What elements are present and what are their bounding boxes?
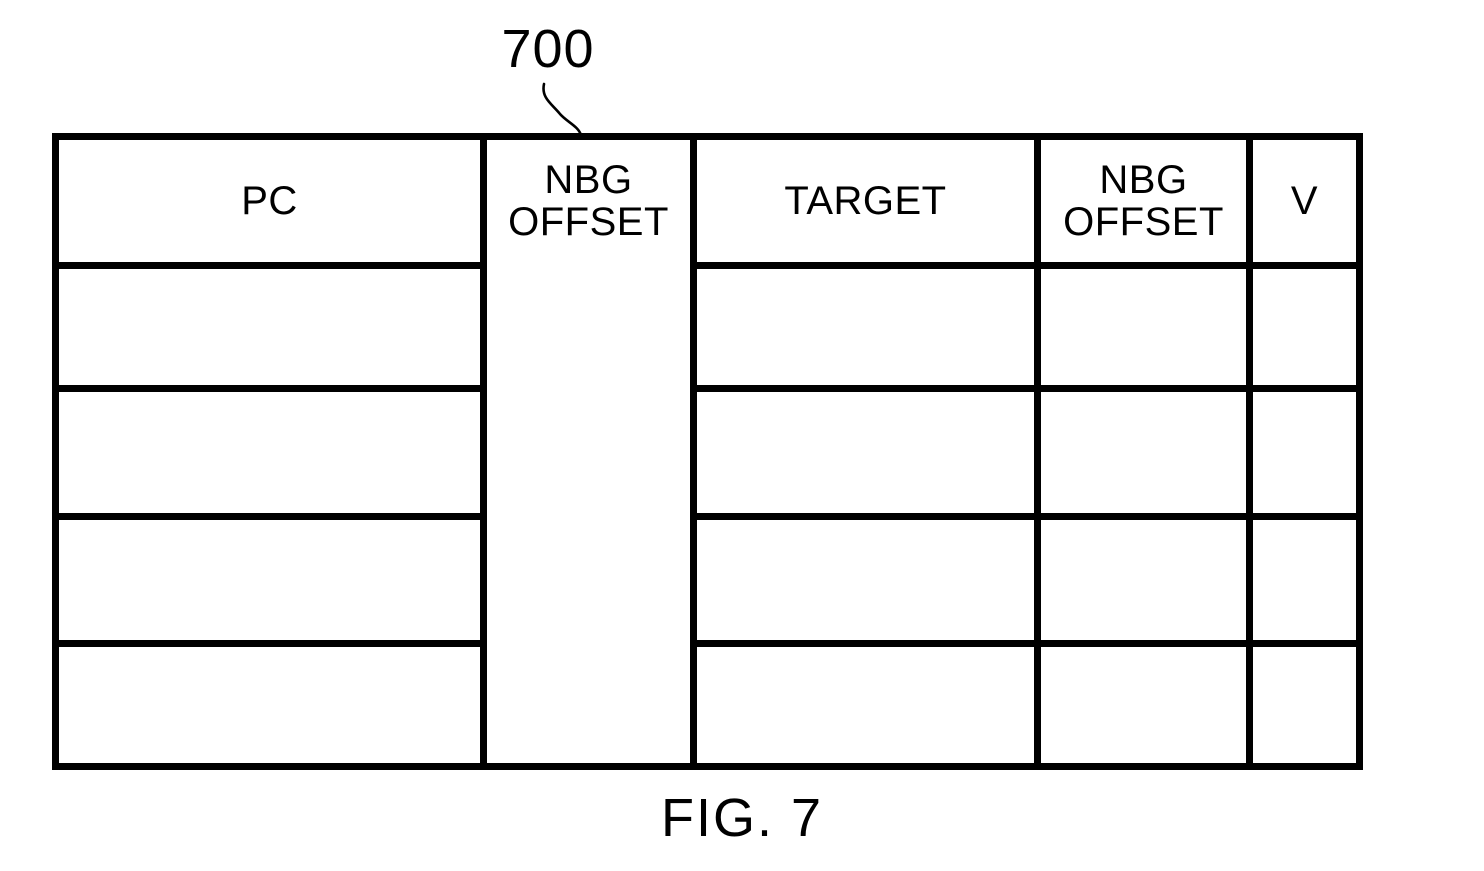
- cell-row-2-target[interactable]: [697, 392, 1034, 513]
- column-header-pc: PC: [241, 178, 298, 223]
- row-rule-1-left: [52, 385, 480, 392]
- cell-row-1-target[interactable]: [697, 269, 1034, 385]
- column-rule-nbgoffset-target: [690, 133, 697, 770]
- row-rule-2-left: [52, 513, 480, 520]
- cell-row-4-nbg-offset-2[interactable]: [1041, 647, 1246, 763]
- leader-line-icon: [542, 82, 583, 137]
- cell-nbg-offset-1-merged[interactable]: [487, 269, 690, 763]
- row-rule-3-left: [52, 640, 480, 647]
- cell-row-4-pc[interactable]: [59, 647, 480, 763]
- row-rule-3-right: [690, 640, 1363, 647]
- cell-row-3-pc[interactable]: [59, 520, 480, 640]
- cell-row-4-target[interactable]: [697, 647, 1034, 763]
- column-header-target: TARGET: [784, 178, 947, 223]
- column-header-v: V: [1290, 178, 1319, 223]
- cell-row-3-nbg-offset-2[interactable]: [1041, 520, 1246, 640]
- column-rule-target-nbgoffset: [1034, 133, 1041, 770]
- cell-row-4-v[interactable]: [1253, 647, 1356, 763]
- cell-row-1-nbg-offset-2[interactable]: [1041, 269, 1246, 385]
- column-rule-nbgoffset-v: [1246, 133, 1253, 770]
- cell-row-3-v[interactable]: [1253, 520, 1356, 640]
- cell-row-3-target[interactable]: [697, 520, 1034, 640]
- row-rule-header-left: [52, 262, 480, 269]
- cell-row-2-v[interactable]: [1253, 392, 1356, 513]
- column-rule-pc-nbgoffset: [480, 133, 487, 770]
- column-header-nbg-offset-2: NBG OFFSET: [1063, 157, 1224, 244]
- row-rule-1-right: [690, 385, 1363, 392]
- cell-row-2-pc[interactable]: [59, 392, 480, 513]
- reference-numeral-700: 700: [501, 19, 595, 79]
- cell-row-2-nbg-offset-2[interactable]: [1041, 392, 1246, 513]
- row-rule-header-right: [690, 262, 1363, 269]
- cell-row-1-v[interactable]: [1253, 269, 1356, 385]
- figure-table: PC NBG OFFSET TARGET NBG OFFSET V: [52, 133, 1363, 770]
- cell-row-1-pc[interactable]: [59, 269, 480, 385]
- row-rule-2-right: [690, 513, 1363, 520]
- column-header-nbg-offset-1: NBG OFFSET: [508, 157, 669, 244]
- figure-caption: FIG. 7: [660, 788, 824, 848]
